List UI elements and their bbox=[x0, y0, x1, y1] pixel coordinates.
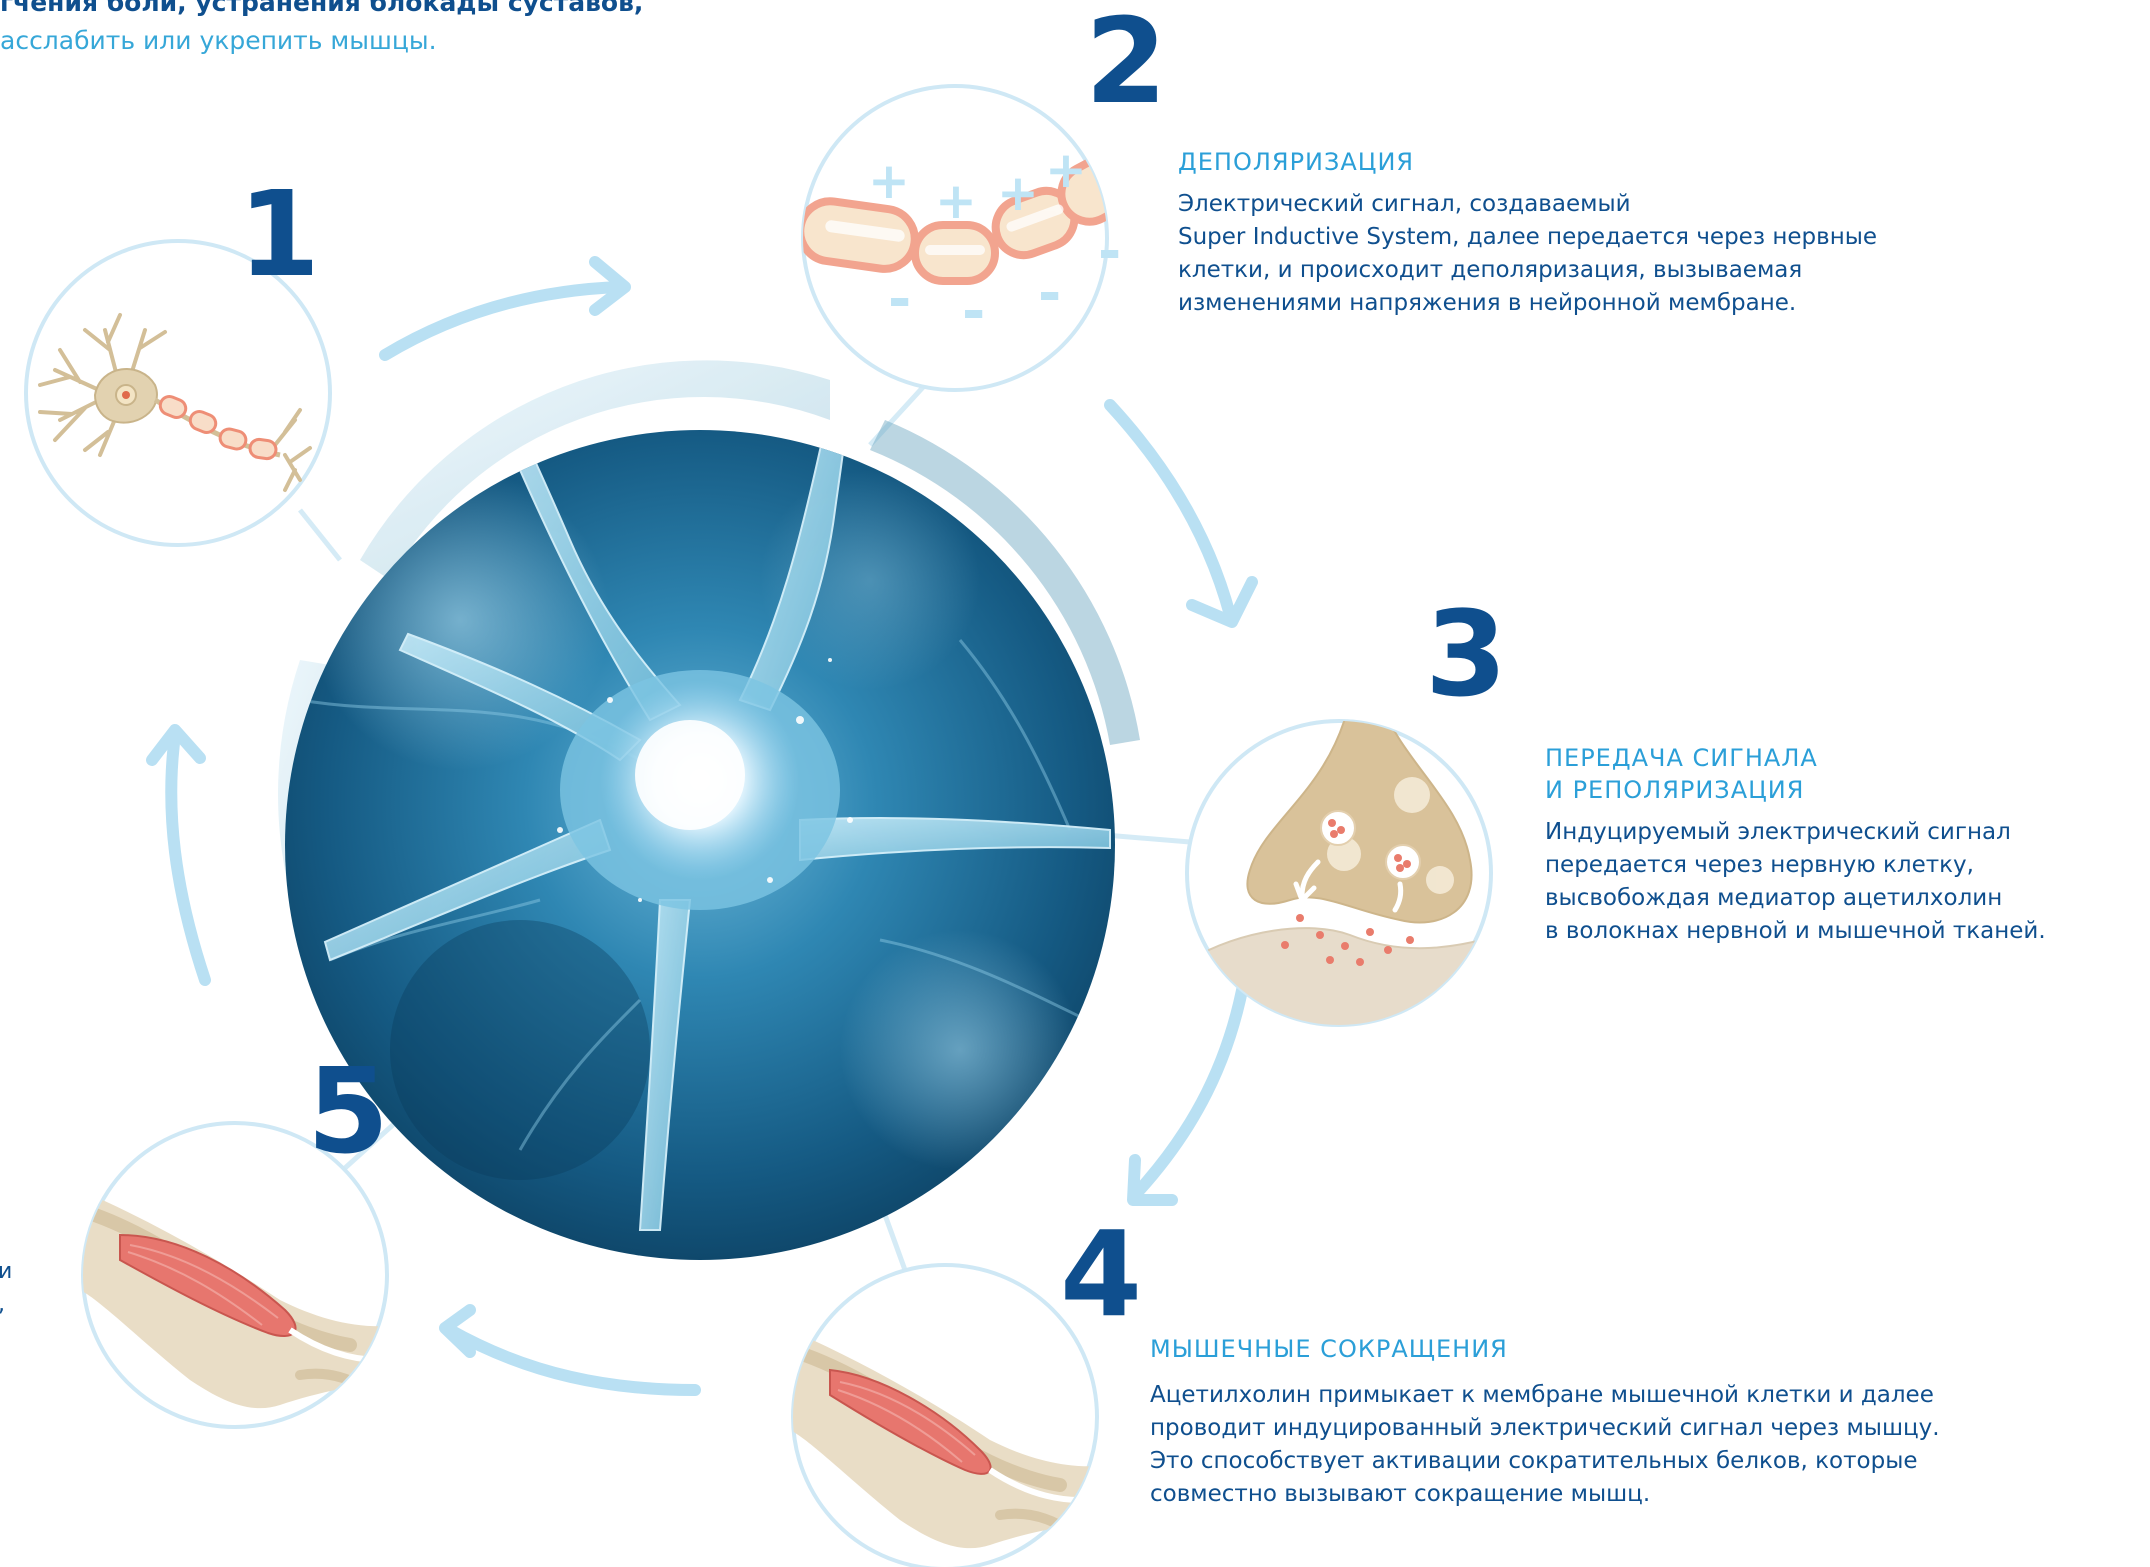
minus-sign-3: - bbox=[1038, 261, 1061, 326]
plus-sign-4: + bbox=[1045, 141, 1087, 199]
step-2-body-line-1: Электрический сигнал, создаваемый bbox=[1178, 188, 1877, 221]
arrow-icon-3-to-4 bbox=[1135, 975, 1245, 1195]
step-5-number: 5 bbox=[307, 1052, 389, 1170]
arrow-icon-4-to-5 bbox=[450, 1330, 695, 1390]
arrow-icon-2-to-3 bbox=[1110, 405, 1230, 615]
step-2-title: ДЕПОЛЯРИЗАЦИЯ bbox=[1178, 146, 1877, 178]
step-2-body-line-2: Super Inductive System, далее передается… bbox=[1178, 221, 1877, 254]
minus-sign-2: - bbox=[962, 279, 985, 344]
step-2-body-line-4: изменениями напряжения в нейронной мембр… bbox=[1178, 287, 1877, 320]
step-3-text: ПЕРЕДАЧА СИГНАЛА И РЕПОЛЯРИЗАЦИЯ Индуцир… bbox=[1545, 742, 2046, 948]
step-4-body-line-2: проводит индуцированный электрический си… bbox=[1150, 1412, 1940, 1445]
plus-sign-2: + bbox=[935, 172, 977, 230]
step-3-circle bbox=[1187, 700, 1500, 1040]
plus-sign-1: + bbox=[868, 152, 910, 210]
arrow-icon-1-to-2 bbox=[385, 287, 620, 355]
connector-3 bbox=[1105, 835, 1190, 842]
step-1-number: 1 bbox=[238, 175, 320, 293]
cut-left-text-line-2: , bbox=[0, 1288, 5, 1321]
step-3-body-line-1: Индуцируемый электрический сигнал bbox=[1545, 816, 2046, 849]
step-3-body-line-3: высвобождая медиатор ацетилхолин bbox=[1545, 882, 2046, 915]
arrow-icon-5-to-1 bbox=[171, 735, 205, 980]
step-4-number: 4 bbox=[1060, 1215, 1142, 1333]
step-3-title-line-1: ПЕРЕДАЧА СИГНАЛА bbox=[1545, 742, 2046, 774]
connector-4 bbox=[885, 1215, 905, 1270]
cut-left-text-line-1: и bbox=[0, 1255, 12, 1288]
step-4-body-line-4: совместно вызывают сокращение мышц. bbox=[1150, 1478, 1940, 1511]
minus-sign-4: - bbox=[1098, 219, 1121, 284]
plus-sign-3: + bbox=[997, 164, 1039, 222]
step-4-body-line-1: Ацетилхолин примыкает к мембране мышечно… bbox=[1150, 1379, 1940, 1412]
step-3-title-line-2: И РЕПОЛЯРИЗАЦИЯ bbox=[1545, 774, 2046, 806]
step-4-body-line-3: Это способствует активации сократительны… bbox=[1150, 1445, 1940, 1478]
step-2-text: ДЕПОЛЯРИЗАЦИЯ Электрический сигнал, созд… bbox=[1178, 146, 1877, 320]
step-2-circle bbox=[796, 86, 1148, 390]
step-4-text: МЫШЕЧНЫЕ СОКРАЩЕНИЯ Ацетилхолин примыкае… bbox=[1150, 1333, 1940, 1511]
step-2-number: 2 bbox=[1085, 2, 1167, 120]
step-2-body-line-3: клетки, и происходит деполяризация, вызы… bbox=[1178, 254, 1877, 287]
step-3-number: 3 bbox=[1425, 595, 1507, 713]
minus-sign-1: - bbox=[888, 267, 911, 332]
step-3-body-line-4: в волокнах нервной и мышечной тканей. bbox=[1545, 915, 2046, 948]
connector-1 bbox=[300, 510, 340, 560]
step-4-title: МЫШЕЧНЫЕ СОКРАЩЕНИЯ bbox=[1150, 1333, 1940, 1365]
step-3-body-line-2: передается через нервную клетку, bbox=[1545, 849, 2046, 882]
